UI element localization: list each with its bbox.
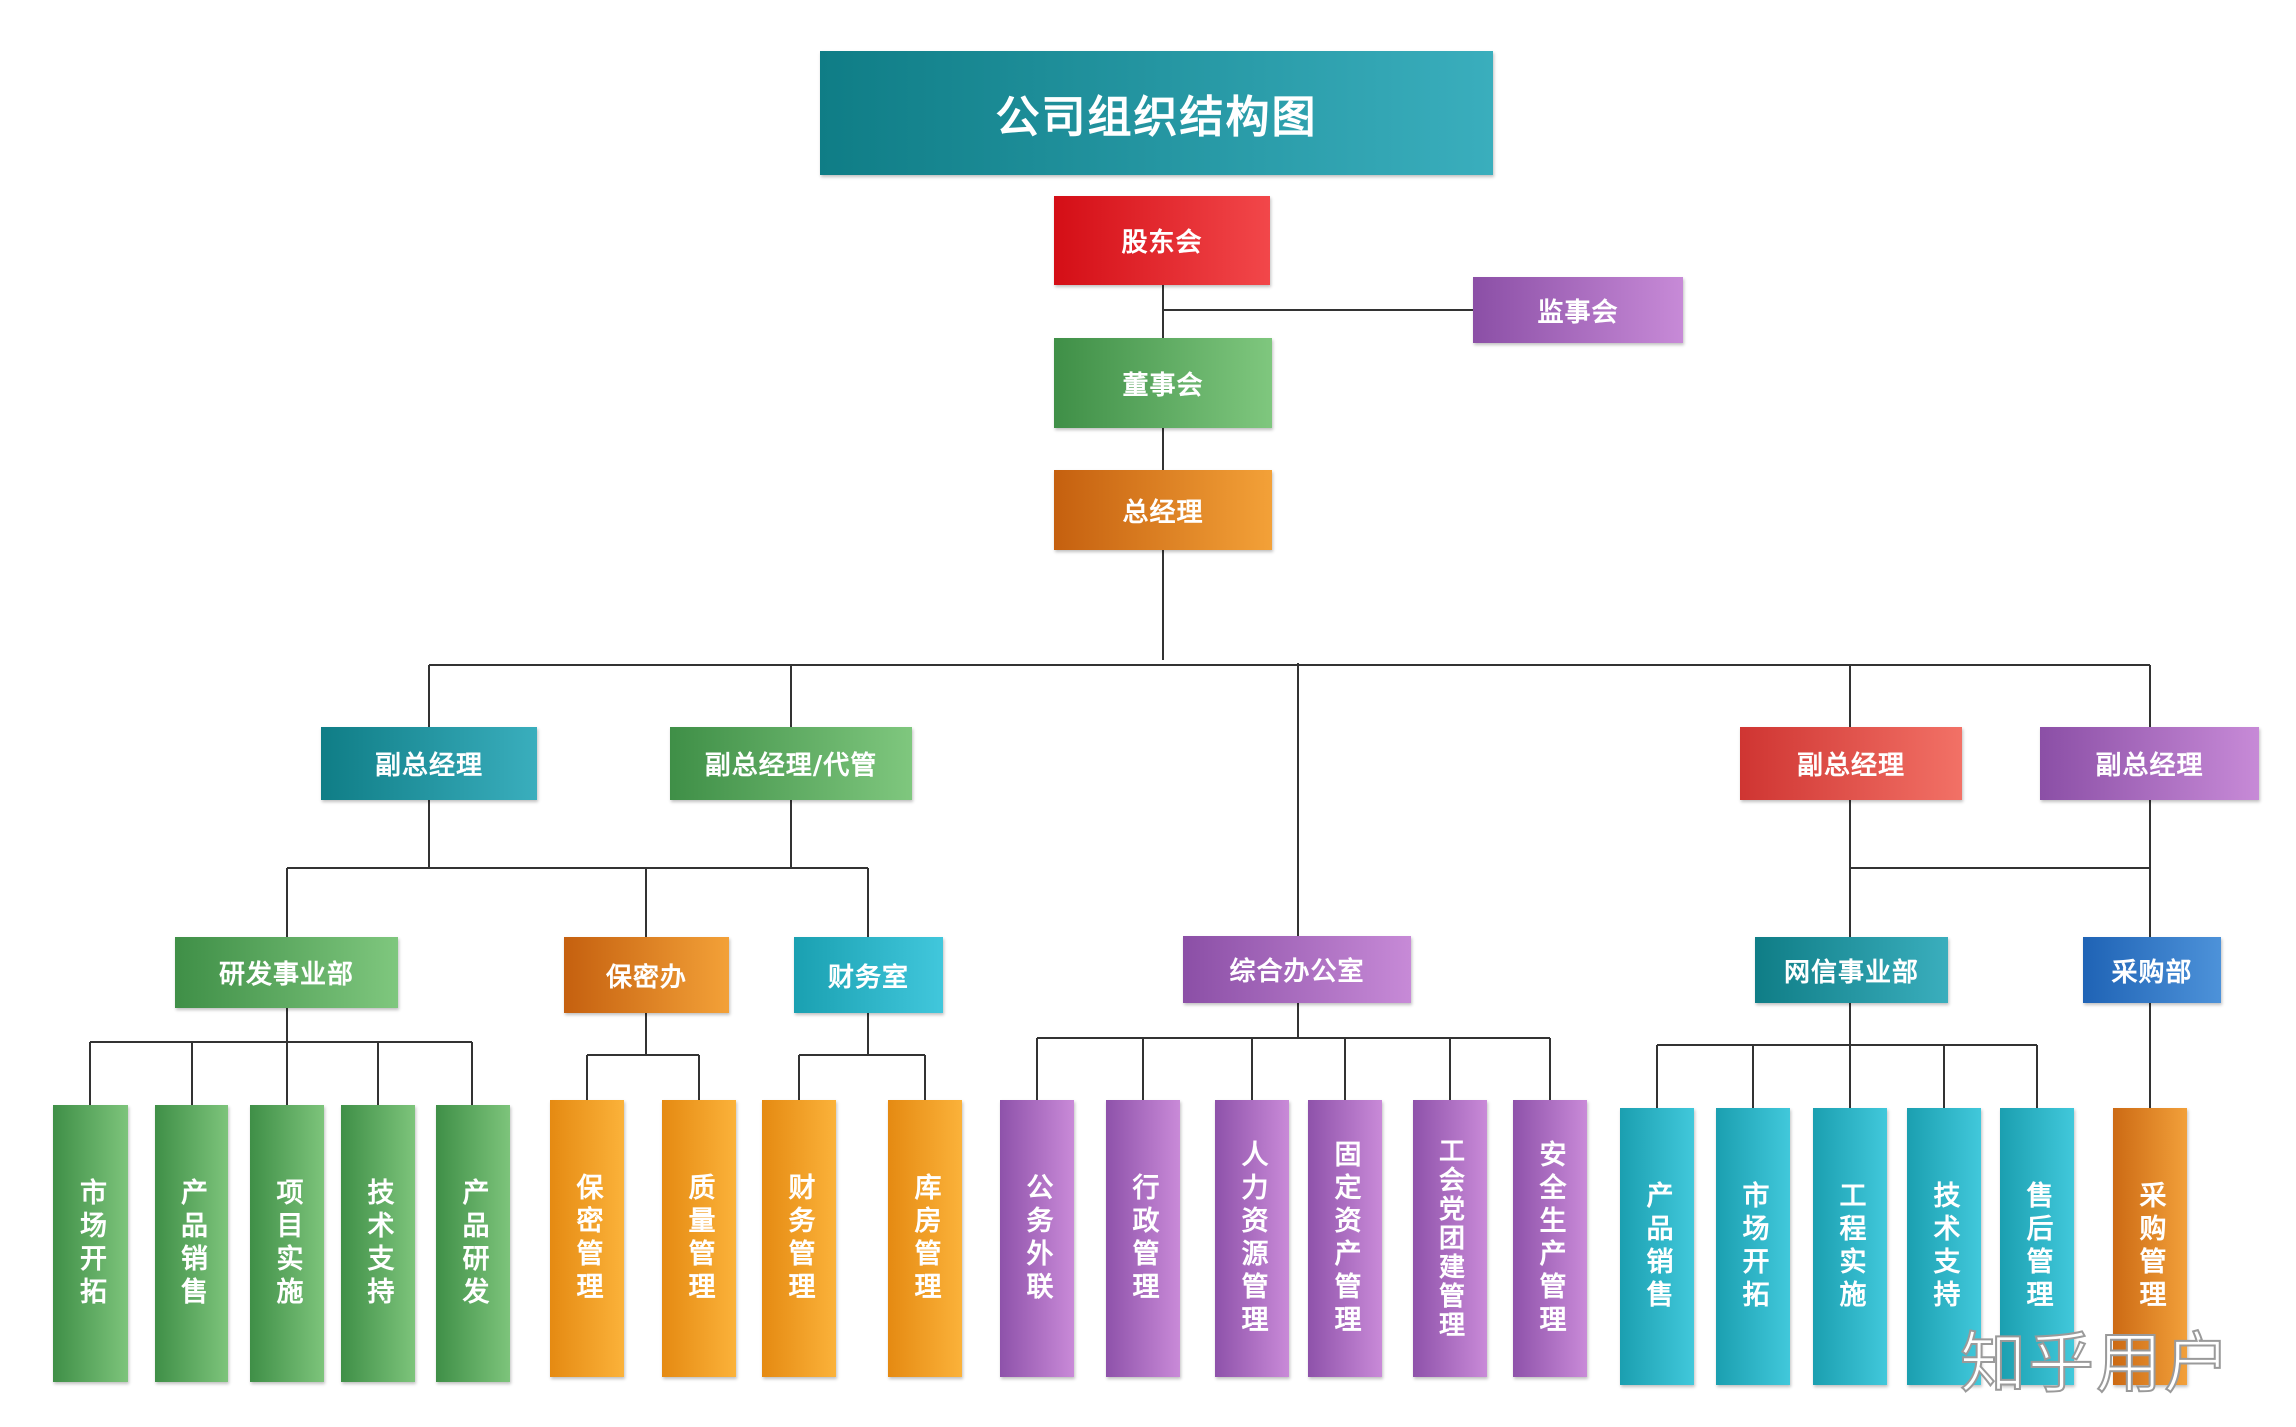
node-vice-gm-3: 副总经理 — [1740, 727, 1962, 800]
leaf-purchasing-1: 采购管理 — [2113, 1108, 2187, 1385]
leaf-finance-2: 库房管理 — [888, 1100, 962, 1377]
node-vice-gm-2: 副总经理/代管 — [670, 727, 912, 800]
leaf-office-3: 人力资源管理 — [1215, 1100, 1289, 1377]
leaf-network-1: 产品销售 — [1620, 1108, 1694, 1385]
node-vice-gm-1: 副总经理 — [321, 727, 537, 800]
leaf-rd-1: 市场开拓 — [53, 1105, 128, 1382]
leaf-office-6: 安全生产管理 — [1513, 1100, 1587, 1377]
node-general-manager: 总经理 — [1054, 470, 1272, 550]
node-rd-department: 研发事业部 — [175, 937, 398, 1008]
node-secrecy-office: 保密办 — [564, 937, 729, 1013]
leaf-network-5: 售后管理 — [2000, 1108, 2074, 1385]
leaf-rd-4: 技术支持 — [341, 1105, 415, 1382]
node-vice-gm-4: 副总经理 — [2040, 727, 2259, 800]
node-purchasing-department: 采购部 — [2083, 937, 2221, 1003]
leaf-office-2: 行政管理 — [1106, 1100, 1180, 1377]
node-shareholders: 股东会 — [1054, 196, 1270, 285]
leaf-rd-3: 项目实施 — [250, 1105, 324, 1382]
watermark-text: 知乎用户 — [1959, 1324, 2232, 1403]
leaf-finance-1: 财务管理 — [762, 1100, 836, 1377]
leaf-rd-2: 产品销售 — [155, 1105, 228, 1382]
node-supervisory-board: 监事会 — [1473, 277, 1683, 343]
node-board-of-directors: 董事会 — [1054, 338, 1272, 428]
leaf-office-5: 工会党团建管理 — [1413, 1100, 1487, 1377]
node-network-department: 网信事业部 — [1755, 937, 1948, 1003]
leaf-network-3: 工程实施 — [1813, 1108, 1887, 1385]
leaf-secrecy-1: 保密管理 — [550, 1100, 624, 1377]
leaf-rd-5: 产品研发 — [436, 1105, 510, 1382]
chart-title: 公司组织结构图 — [820, 51, 1493, 175]
leaf-office-1: 公务外联 — [1000, 1100, 1074, 1377]
node-general-office: 综合办公室 — [1183, 936, 1411, 1003]
leaf-network-2: 市场开拓 — [1716, 1108, 1790, 1385]
leaf-office-4: 固定资产管理 — [1308, 1100, 1382, 1377]
node-finance-office: 财务室 — [794, 937, 943, 1013]
leaf-network-4: 技术支持 — [1907, 1108, 1981, 1385]
leaf-secrecy-2: 质量管理 — [662, 1100, 736, 1377]
